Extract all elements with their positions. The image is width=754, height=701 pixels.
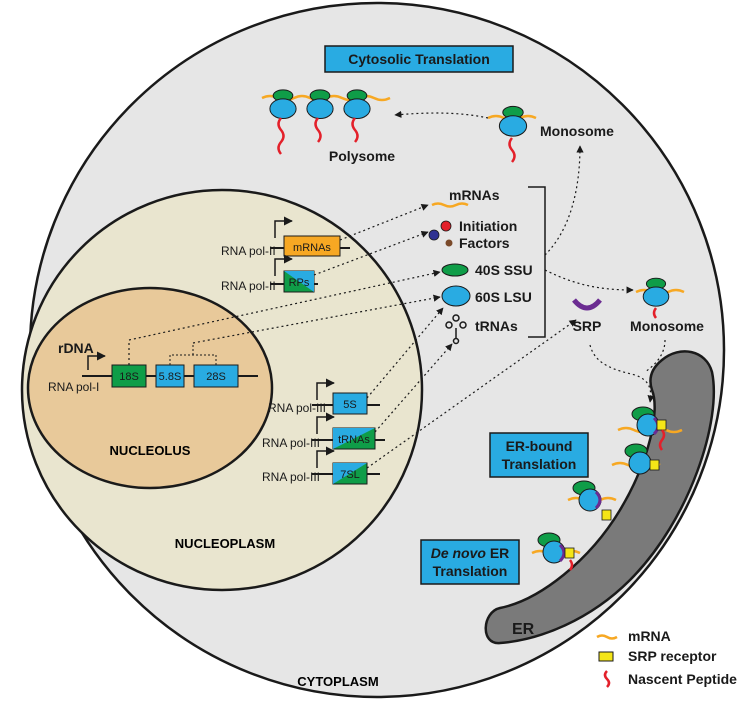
- arrow-mrnas-export: [339, 204, 429, 241]
- pol3c-label: RNA pol-III: [262, 470, 320, 484]
- svg-text:tRNAs: tRNAs: [338, 434, 370, 446]
- initiation-label: Initiation: [459, 218, 517, 234]
- monosome-mid: [635, 277, 685, 319]
- cytosolic-translation-box: [324, 45, 514, 73]
- lsu-icon: [441, 285, 471, 307]
- rdna-label: rDNA: [58, 340, 94, 356]
- nucleolus-region: [26, 286, 274, 490]
- legend-receptor-swatch: [598, 651, 614, 662]
- initiation-factor-blue: [428, 229, 440, 241]
- pool-mrna-icon: [431, 202, 469, 208]
- polysome-label: Polysome: [329, 148, 395, 164]
- denovo-line2: Translation: [433, 563, 508, 579]
- arrow-pool-to-monosome-mid: [544, 269, 634, 294]
- arrow-28s-export: [192, 294, 441, 344]
- initiation-factor-brown: [445, 239, 453, 247]
- pol2b-label: RNA pol-II: [221, 279, 276, 293]
- srp-label: SRP: [573, 318, 602, 334]
- svg-text:RPs: RPs: [289, 277, 310, 289]
- gene-mrnas-box: [283, 235, 341, 257]
- gene-pol3-7sl: 7SL: [312, 446, 380, 485]
- rrna-connector: [169, 343, 217, 365]
- factors-label: Factors: [459, 235, 510, 251]
- rdna-promoter-arrow: [87, 351, 106, 370]
- denovo-translation-box: [420, 539, 520, 585]
- initiation-factor-red: [440, 220, 452, 232]
- polysome: [261, 89, 391, 155]
- pool-mrnas-label: mRNAs: [449, 187, 500, 203]
- svg-text:5.8S: 5.8S: [159, 371, 182, 383]
- nucleolus-label: NUCLEOLUS: [110, 443, 191, 458]
- arrow-srp-to-er: [589, 344, 655, 403]
- denovo-line1: De novo ER: [431, 545, 510, 561]
- arrow-rps-export: [313, 230, 429, 276]
- pol2a-label: RNA pol-II: [221, 244, 276, 258]
- monosome-mid-label: Monosome: [630, 318, 704, 334]
- arrow-monosome-to-er: [644, 339, 666, 373]
- cytoplasm-label: CYTOPLASM: [297, 674, 378, 689]
- legend-peptide-swatch: [603, 670, 611, 688]
- gene-pol2-mrnas: mRNAs: [270, 216, 350, 257]
- monosome-top: [487, 105, 537, 163]
- monosome-top-label: Monosome: [540, 123, 614, 139]
- pol3b-label: RNA pol-III: [262, 436, 320, 450]
- peptide-3: [351, 117, 359, 143]
- er-bound-ribosomes: [531, 406, 683, 571]
- srp-icon: [572, 298, 602, 311]
- gene-5s-box: [332, 392, 368, 415]
- arrow-pool-to-monosome-top: [544, 145, 584, 256]
- er-bound-translation-box: [489, 432, 589, 478]
- peptide-2: [314, 117, 322, 143]
- er-bound-line2: Translation: [502, 456, 577, 472]
- gene-pol3-5s: 5S: [312, 378, 380, 415]
- gene-pol2-rps: RPs: [270, 254, 318, 293]
- legend-mrna-label: mRNA: [628, 628, 671, 644]
- svg-text:28S: 28S: [206, 371, 226, 383]
- cytosolic-translation-label: Cytosolic Translation: [348, 51, 490, 67]
- svg-text:mRNAs: mRNAs: [293, 242, 331, 254]
- peptide-1: [277, 117, 285, 155]
- ssu-label: 40S SSU: [475, 262, 533, 278]
- legend-mrna-swatch: [596, 634, 618, 640]
- trnas-label: tRNAs: [475, 318, 518, 334]
- svg-text:5S: 5S: [343, 399, 356, 411]
- arrow-18s-export: [128, 269, 441, 365]
- svg-text:7SL: 7SL: [340, 469, 360, 481]
- pol1-label: RNA pol-I: [48, 380, 99, 394]
- pool-bracket: [528, 186, 546, 338]
- er-bound-line1: ER-bound: [506, 438, 573, 454]
- gene-pol3-trnas: tRNAs: [312, 412, 385, 450]
- trna-icon: [445, 314, 467, 345]
- pol3a-label: RNA pol-III: [268, 401, 326, 415]
- ssu-icon: [441, 263, 469, 277]
- svg-text:18S: 18S: [119, 371, 139, 383]
- lsu-label: 60S LSU: [475, 289, 532, 305]
- er-label: ER: [512, 621, 535, 638]
- legend-peptide-label: Nascent Peptide: [628, 671, 737, 687]
- legend-receptor-label: SRP receptor: [628, 648, 717, 664]
- legend: mRNA SRP receptor Nascent Peptide: [596, 628, 737, 688]
- nucleoplasm-label: NUCLEOPLASM: [175, 536, 275, 551]
